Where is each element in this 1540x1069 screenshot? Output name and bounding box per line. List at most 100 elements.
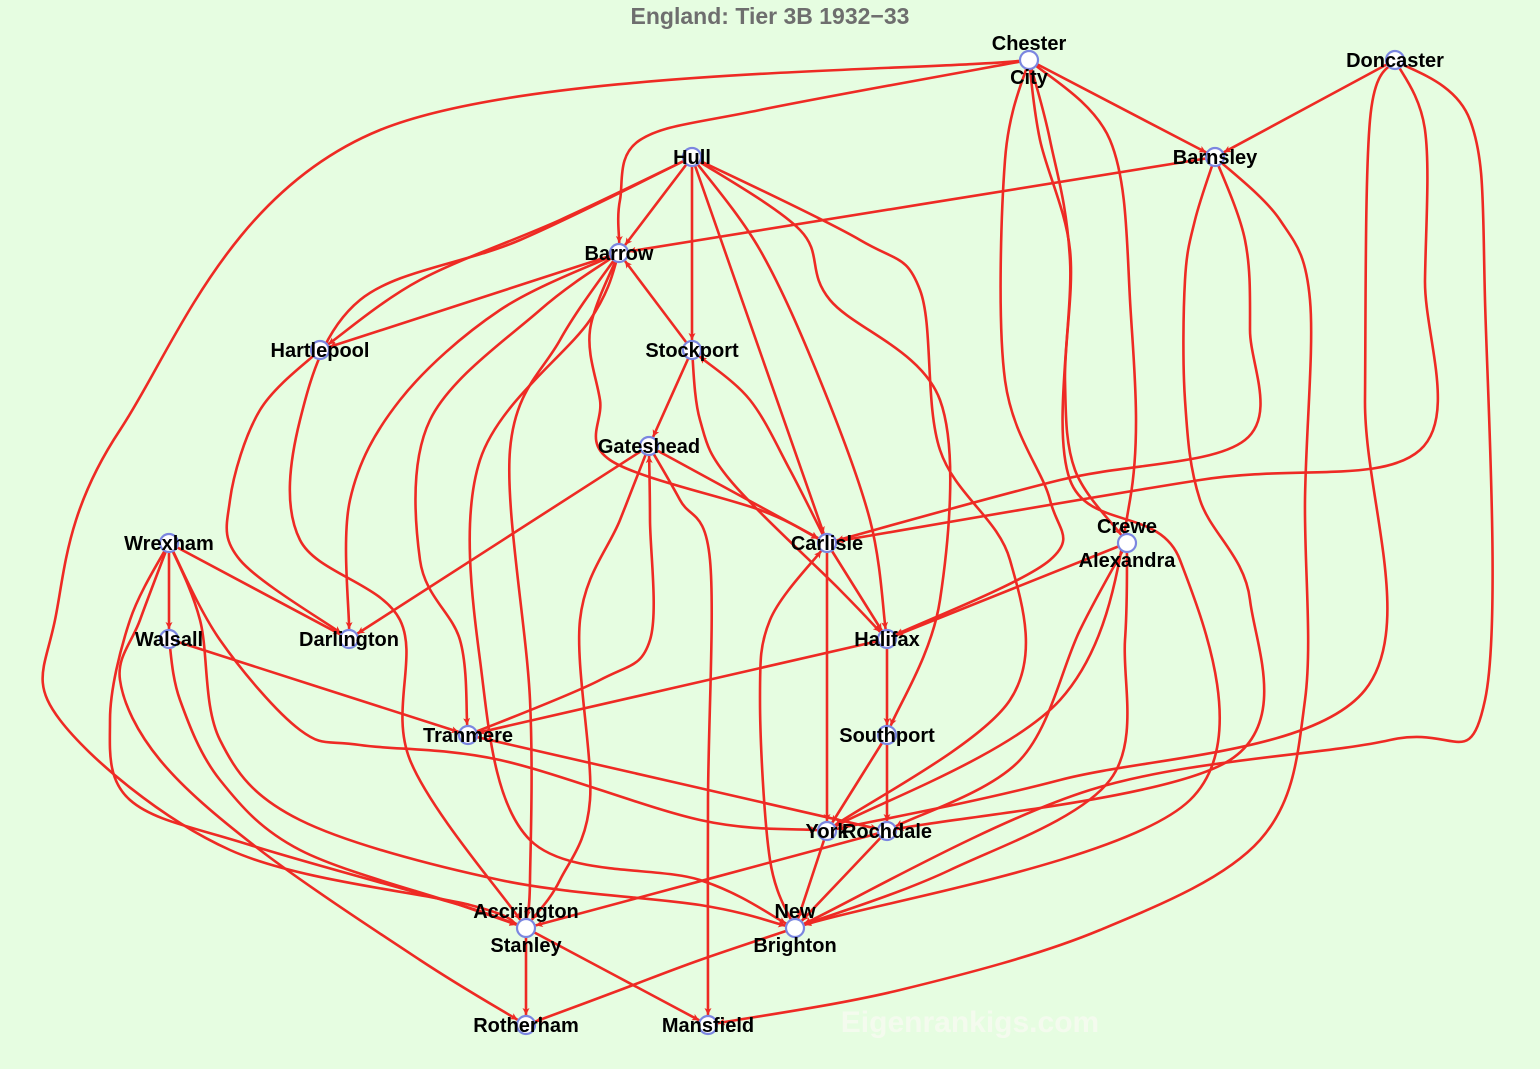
- edge-hull-to-accrington: [288, 155, 693, 921]
- edge-barrow-to-carlisle: [588, 252, 819, 540]
- node-gateshead: Gateshead: [598, 435, 700, 458]
- node-marker-rotherham: [515, 1014, 537, 1036]
- edge-crewe-to-halifax: [895, 541, 1128, 637]
- watermark: Eigenrankigs.com: [841, 1006, 1099, 1039]
- edge-rochdale-to-accrington: [535, 829, 888, 927]
- node-label-mansfield: Mansfield: [662, 1015, 754, 1037]
- edge-tranmere-to-rochdale: [467, 733, 878, 831]
- edge-barrow-to-tranmere: [414, 251, 620, 726]
- node-marker-wrexham: [158, 532, 180, 554]
- node-label-southport: Southport: [839, 725, 935, 747]
- node-marker-chester: [1018, 49, 1040, 71]
- edge-newbrighton-to-carlisle: [758, 550, 823, 929]
- node-label-rochdale: Rochdale: [842, 821, 932, 843]
- edge-chester-to-halifax: [895, 59, 1065, 636]
- node-marker-accrington: [515, 917, 537, 939]
- node-marker-southport: [876, 724, 898, 746]
- edge-chester-to-barrow: [615, 58, 1030, 244]
- node-label-newbrighton-line-2: Brighton: [753, 935, 836, 957]
- edge-newbrighton-to-rotherham: [534, 926, 796, 1023]
- edge-doncaster-to-barnsley: [1223, 58, 1396, 154]
- node-label-crewe-line-2: Alexandra: [1079, 550, 1177, 572]
- edge-gateshead-to-accrington: [530, 445, 651, 921]
- edge-barrow-to-hartlepool: [329, 251, 620, 349]
- edge-barrow-to-accrington: [507, 252, 621, 919]
- edge-wrexham-to-darlington: [168, 541, 341, 636]
- node-marker-hull: [681, 146, 703, 168]
- edge-stockport-to-barrow: [623, 260, 694, 351]
- node-york: York: [806, 820, 849, 843]
- node-label-hull: Hull: [673, 147, 711, 169]
- edge-crewe-to-newbrighton: [803, 542, 1129, 926]
- diagram-title: England: Tier 3B 1932−33: [631, 3, 910, 29]
- edge-accrington-to-mansfield: [525, 926, 700, 1022]
- node-mansfield: Mansfield: [662, 1014, 754, 1037]
- edge-tranmere-to-gateshead: [467, 455, 656, 737]
- edge-barnsley-to-carlisle: [836, 156, 1262, 542]
- node-label-accrington-line-2: Stanley: [490, 935, 562, 957]
- edge-stockport-to-halifax: [690, 349, 882, 633]
- node-barrow: Barrow: [585, 242, 654, 265]
- edge-walsall-to-accrington: [167, 638, 518, 926]
- edge-chester-to-york: [835, 59, 1138, 828]
- edge-hull-to-halifax: [690, 156, 889, 630]
- node-rotherham: Rotherham: [473, 1014, 579, 1037]
- node-marker-barnsley: [1204, 146, 1226, 168]
- edge-hull-to-barrow: [624, 156, 694, 246]
- edge-carlisle-to-stockport: [698, 355, 829, 544]
- edge-doncaster-to-york: [836, 59, 1397, 831]
- node-hartlepool: Hartlepool: [271, 339, 370, 362]
- node-label-wrexham: Wrexham: [124, 533, 214, 555]
- edge-barrow-to-darlington: [344, 251, 620, 630]
- node-label-gateshead: Gateshead: [598, 436, 700, 458]
- node-marker-carlisle: [816, 532, 838, 554]
- node-carlisle: Carlisle: [791, 532, 863, 555]
- edge-wrexham-to-york: [167, 542, 818, 833]
- edge-gateshead-to-carlisle: [648, 444, 819, 540]
- node-label-halifax: Halifax: [854, 629, 920, 651]
- node-marker-hartlepool: [309, 339, 331, 361]
- node-label-walsall: Walsall: [135, 629, 203, 651]
- node-wrexham: Wrexham: [124, 532, 214, 555]
- node-label-barnsley: Barnsley: [1173, 147, 1258, 169]
- node-label-darlington: Darlington: [299, 629, 399, 651]
- edge-chester-to-crewe: [1027, 59, 1123, 536]
- node-southport: Southport: [839, 724, 935, 747]
- edge-gateshead-to-mansfield: [647, 445, 714, 1016]
- node-label-crewe-line-1: Crewe: [1097, 516, 1157, 538]
- edge-gateshead-to-darlington: [356, 444, 650, 635]
- edge-hartlepool-to-darlington: [225, 349, 342, 635]
- edge-wrexham-to-newbrighton: [167, 542, 786, 928]
- edge-walsall-to-tranmere: [168, 637, 459, 734]
- edge-barnsley-to-mansfield: [717, 156, 1313, 1026]
- node-walsall: Walsall: [135, 628, 203, 651]
- edge-stockport-to-gateshead: [651, 349, 694, 438]
- node-marker-stockport: [681, 339, 703, 361]
- node-marker-tranmere: [457, 724, 479, 746]
- node-label-newbrighton-line-1: New: [774, 901, 816, 923]
- node-label-tranmere: Tranmere: [423, 725, 513, 747]
- node-marker-mansfield: [697, 1014, 719, 1036]
- node-stockport: Stockport: [645, 339, 739, 362]
- node-label-hartlepool: Hartlepool: [271, 340, 370, 362]
- node-label-chester-line-1: Chester: [992, 33, 1067, 55]
- node-marker-halifax: [876, 628, 898, 650]
- edge-chester-to-accrington: [41, 58, 1030, 926]
- edge-halifax-to-tranmere: [477, 637, 888, 735]
- edge-hull-to-carlisle: [690, 156, 825, 535]
- node-marker-newbrighton: [784, 917, 806, 939]
- edge-wrexham-to-rotherham: [118, 542, 519, 1021]
- node-marker-rochdale: [876, 820, 898, 842]
- node-marker-doncaster: [1384, 49, 1406, 71]
- edge-crewe-to-rochdale: [895, 542, 1129, 828]
- node-marker-gateshead: [638, 435, 660, 457]
- node-doncaster: Doncaster: [1346, 49, 1444, 72]
- edge-hull-to-york: [691, 155, 1028, 827]
- node-marker-walsall: [158, 628, 180, 650]
- node-hull: Hull: [673, 146, 711, 169]
